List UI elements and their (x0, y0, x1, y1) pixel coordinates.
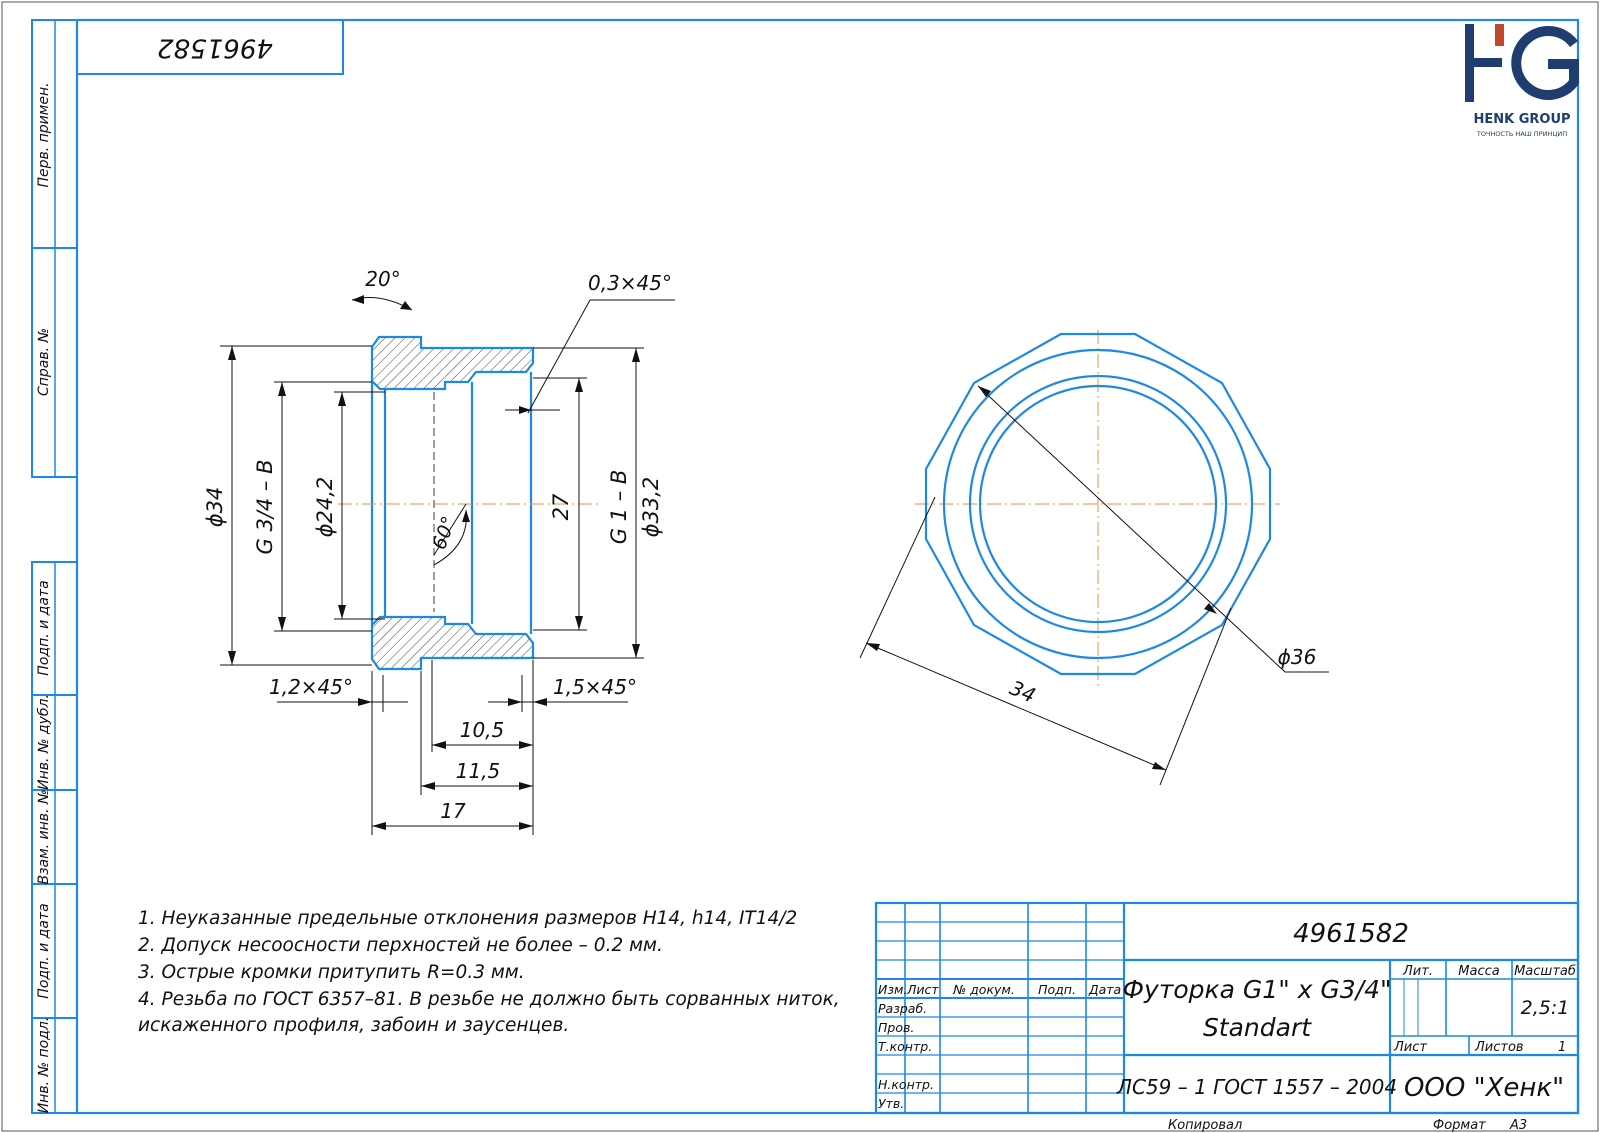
label-angle-20: 20° (365, 267, 400, 291)
footer-kopiroval: Копировал (1168, 1118, 1242, 1133)
tb-row-nkontr: Н.контр. (878, 1077, 934, 1092)
note-2: 2. Допуск несоосности перхностей не боле… (138, 935, 663, 956)
tb-row-razrab: Разраб. (878, 1001, 927, 1016)
label-len-11-5: 11,5 (456, 759, 501, 783)
strip-inv-dubl: Инв. № дубл. (36, 694, 52, 790)
label-thread-g34: G 3/4 – B (253, 459, 277, 554)
label-len-17: 17 (440, 799, 466, 823)
strip-sprav-no: Справ. № (36, 328, 52, 396)
label-dia-36: ϕ36 (1278, 645, 1317, 669)
rotated-number-box (76, 19, 344, 75)
tb-row-prov: Пров. (878, 1020, 914, 1035)
tb-part-name-1: Футорка G1" x G3/4" (1123, 975, 1392, 1004)
note-1: 1. Неуказанные предельные отклонения раз… (138, 908, 797, 929)
tb-material: ЛС59 – 1 ГОСТ 1557 – 2004 (1116, 1075, 1397, 1099)
tb-designation: 4961582 (1293, 919, 1409, 949)
strip-inv-podl: Инв. № подл. (36, 1017, 52, 1114)
tb-col-data: Дата (1088, 982, 1121, 997)
bore-circle (978, 384, 1218, 624)
strip-podp-data-2: Подп. и дата (36, 903, 52, 998)
tb-scale-value: 2,5:1 (1521, 997, 1570, 1019)
note-4-cont: искаженного профиля, забоин и заусенцев. (138, 1015, 569, 1036)
label-angle-60: 60° (428, 513, 460, 552)
rotated-document-number: 4961582 (157, 33, 273, 63)
label-chamfer-1-5: 1,5×45° (553, 675, 637, 699)
tb-list: Лист (1393, 1040, 1427, 1055)
tb-row-utv: Утв. (878, 1096, 904, 1111)
note-4: 4. Резьба по ГОСТ 6357–81. В резьбе не д… (138, 989, 840, 1010)
thread-circle (968, 374, 1228, 634)
label-dia-24-2: ϕ24,2 (313, 477, 337, 538)
strip-podp-data-1: Подп. и дата (36, 580, 52, 675)
tb-row-tkontr: Т.контр. (878, 1039, 932, 1054)
tb-company: ООО "Хенк" (1404, 1073, 1564, 1103)
title-block: 4961582 Изм. Лист № докум. Подп. Дата Ра… (874, 901, 1580, 1115)
tb-listov: Листов (1474, 1040, 1524, 1055)
section-top-wall (370, 335, 535, 391)
logo-name: HENK GROUP (1473, 112, 1570, 127)
section-bottom-wall (370, 615, 535, 671)
section-view: 20° 0,3×45° ϕ34 G 3/4 – B ϕ24,2 60° 27 G… (203, 267, 675, 835)
label-dia-33-2: ϕ33,2 (639, 477, 663, 538)
strip-vzam-inv: Взам. инв. № (36, 789, 52, 884)
tb-part-name-2: Standart (1203, 1013, 1312, 1042)
tb-col-izm: Изм. (878, 982, 907, 997)
octagon-outline (924, 332, 1272, 676)
tb-col-list: Лист (906, 982, 939, 997)
tb-listov-value: 1 (1558, 1040, 1566, 1055)
end-view: ϕ36 34 (859, 330, 1329, 786)
footer-format-value: А3 (1509, 1118, 1527, 1133)
label-dim-27: 27 (549, 493, 573, 520)
label-dia-34: ϕ34 (203, 487, 227, 528)
note-3: 3. Острые кромки притупить R=0.3 мм. (138, 962, 525, 983)
tb-col-doc: № докум. (952, 982, 1015, 997)
strip-perv-primen: Перв. примен. (36, 82, 52, 187)
tb-massa: Масса (1458, 964, 1499, 979)
label-across-flats-34: 34 (1006, 676, 1039, 708)
footer-format-label: Формат (1433, 1118, 1486, 1133)
label-chamfer-0-3: 0,3×45° (588, 271, 672, 295)
outer-circle-36 (942, 348, 1254, 660)
logo-tagline: ТОЧНОСТЬ НАШ ПРИНЦИП (1476, 130, 1567, 138)
tb-masshtab: Масштаб (1514, 964, 1576, 979)
tb-lit: Лит. (1402, 964, 1433, 979)
henk-group-logo: HENK GROUP ТОЧНОСТЬ НАШ ПРИНЦИП (1465, 24, 1579, 138)
label-thread-g1: G 1 – B (607, 470, 631, 545)
label-len-10-5: 10,5 (460, 718, 505, 742)
tb-col-podp: Подп. (1038, 982, 1076, 997)
label-chamfer-1-2: 1,2×45° (269, 675, 353, 699)
technical-notes: 1. Неуказанные предельные отклонения раз… (138, 908, 840, 1036)
left-strip: Перв. примен. Справ. № Подп. и дата Инв.… (31, 19, 78, 1114)
